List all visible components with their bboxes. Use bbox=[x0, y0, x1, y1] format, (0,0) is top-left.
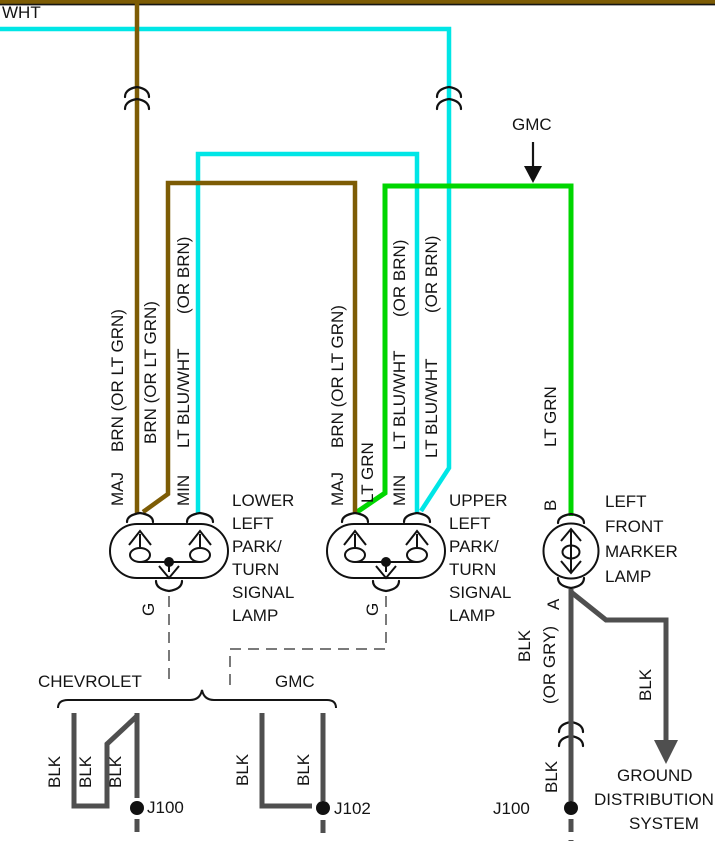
wire-color-label: BLK bbox=[294, 753, 313, 786]
wire-color-alt-label: (OR GRY) bbox=[540, 625, 559, 704]
terminal-g-label: G bbox=[139, 602, 158, 616]
gmc-branch-arrow-icon bbox=[524, 142, 542, 183]
lower-left-lamp-name: LOWER LEFT PARK/ TURN SIGNAL LAMP bbox=[232, 489, 294, 627]
terminal-min-label: MIN bbox=[174, 474, 193, 506]
wire-color-label: BLK bbox=[76, 755, 95, 788]
wire-color-label: LT BLU/WHT bbox=[174, 348, 193, 449]
terminal-a-label: A bbox=[544, 598, 563, 610]
wire-color-label: BRN (OR LT GRN) bbox=[108, 309, 127, 452]
wire-blk-ground-branch bbox=[569, 590, 669, 740]
wire-color-alt-label: (OR BRN) bbox=[422, 235, 441, 313]
left-front-marker-lamp-name: LEFT FRONT MARKER LAMP bbox=[605, 489, 678, 589]
harness-brace bbox=[57, 689, 337, 709]
terminal-g-label: G bbox=[363, 602, 382, 616]
lamp-name-line: FRONT bbox=[605, 517, 664, 536]
wire-color-label: BLK bbox=[636, 668, 655, 701]
upper-left-park-turn-lamp-symbol bbox=[326, 511, 446, 593]
wire-color-alt-label: (OR BRN) bbox=[390, 239, 409, 317]
left-front-marker-lamp-symbol bbox=[542, 512, 600, 590]
wire-color-label: BRN (OR LT GRN) bbox=[328, 305, 347, 448]
lamp-name-line: LOWER bbox=[232, 491, 295, 510]
lamp-name-line: LAMP bbox=[449, 606, 496, 625]
chevrolet-harness-label: CHEVROLET bbox=[38, 672, 142, 691]
wire-color-label: BLK bbox=[542, 760, 561, 793]
lamp-name-line: PARK/ bbox=[232, 537, 282, 556]
wht-wire-label: WHT bbox=[2, 3, 41, 22]
wire-color-label: LT BLU/WHT bbox=[422, 358, 441, 459]
wire-brn-branch bbox=[141, 180, 358, 514]
lamp-name-line: MARKER bbox=[605, 542, 678, 561]
wire-blk-gmc-bundle bbox=[259, 713, 326, 809]
gmc-harness-label: GMC bbox=[275, 672, 315, 691]
wire-ground-dashed-upper bbox=[229, 596, 387, 686]
terminal-maj-label: MAJ bbox=[328, 472, 347, 506]
lamp-name-line: LEFT bbox=[232, 514, 274, 533]
ground-distribution-arrow-icon bbox=[654, 740, 678, 764]
inline-connector-icon bbox=[435, 85, 463, 111]
gmc-branch-label: GMC bbox=[512, 115, 552, 134]
splice-j100-left-dot bbox=[130, 801, 144, 815]
lamp-name-line: TURN bbox=[449, 560, 497, 579]
wire-color-label: BLK bbox=[515, 629, 534, 662]
ground-distribution-line: GROUND bbox=[617, 766, 693, 785]
wire-ltgrn-gmc bbox=[355, 183, 574, 516]
lamp-name-line: LEFT bbox=[449, 514, 491, 533]
terminal-maj-label: MAJ bbox=[108, 472, 127, 506]
splice-j102-dot bbox=[316, 801, 330, 815]
lamp-name-line: TURN bbox=[232, 560, 280, 579]
wire-ltblu-wht-branch bbox=[195, 151, 420, 513]
upper-left-lamp-name: UPPER LEFT PARK/ TURN SIGNAL LAMP bbox=[449, 489, 511, 627]
wire-color-label: BLK bbox=[106, 755, 125, 788]
splice-j102-label: J102 bbox=[334, 799, 371, 818]
wire-color-alt-label: (OR BRN) bbox=[174, 236, 193, 314]
lamp-name-line: LAMP bbox=[232, 606, 279, 625]
ground-distribution-line: SYSTEM bbox=[629, 814, 699, 833]
wire-blk-chevrolet-bundle bbox=[71, 713, 140, 809]
lower-left-park-turn-lamp-symbol bbox=[109, 511, 229, 593]
wire-color-label: BRN (OR LT GRN) bbox=[141, 301, 160, 444]
lamp-name-line: UPPER bbox=[449, 491, 508, 510]
lamp-name-line: SIGNAL bbox=[449, 583, 512, 602]
wire-ltblu-wht-feed bbox=[0, 26, 452, 513]
lamp-name-line: PARK/ bbox=[449, 537, 499, 556]
wire-color-label: LT GRN bbox=[358, 442, 377, 503]
splice-j100-right-label: J100 bbox=[493, 799, 530, 818]
terminal-min-label: MIN bbox=[390, 474, 409, 506]
splice-j100-right-dot bbox=[564, 801, 578, 815]
terminal-b-label: B bbox=[541, 499, 560, 511]
inline-connector-icon bbox=[123, 85, 151, 111]
lamp-name-line: LAMP bbox=[605, 567, 652, 586]
ground-distribution-line: DISTRIBUTION bbox=[594, 790, 714, 809]
wire-color-label: BLK bbox=[233, 753, 252, 786]
wire-color-label: LT BLU/WHT bbox=[390, 350, 409, 451]
wire-color-label: BLK bbox=[45, 755, 64, 788]
lamp-name-line: LEFT bbox=[605, 492, 647, 511]
lamp-name-line: SIGNAL bbox=[232, 583, 295, 602]
splice-j100-left-label: J100 bbox=[147, 798, 184, 817]
wire-color-label: LT GRN bbox=[541, 386, 560, 447]
